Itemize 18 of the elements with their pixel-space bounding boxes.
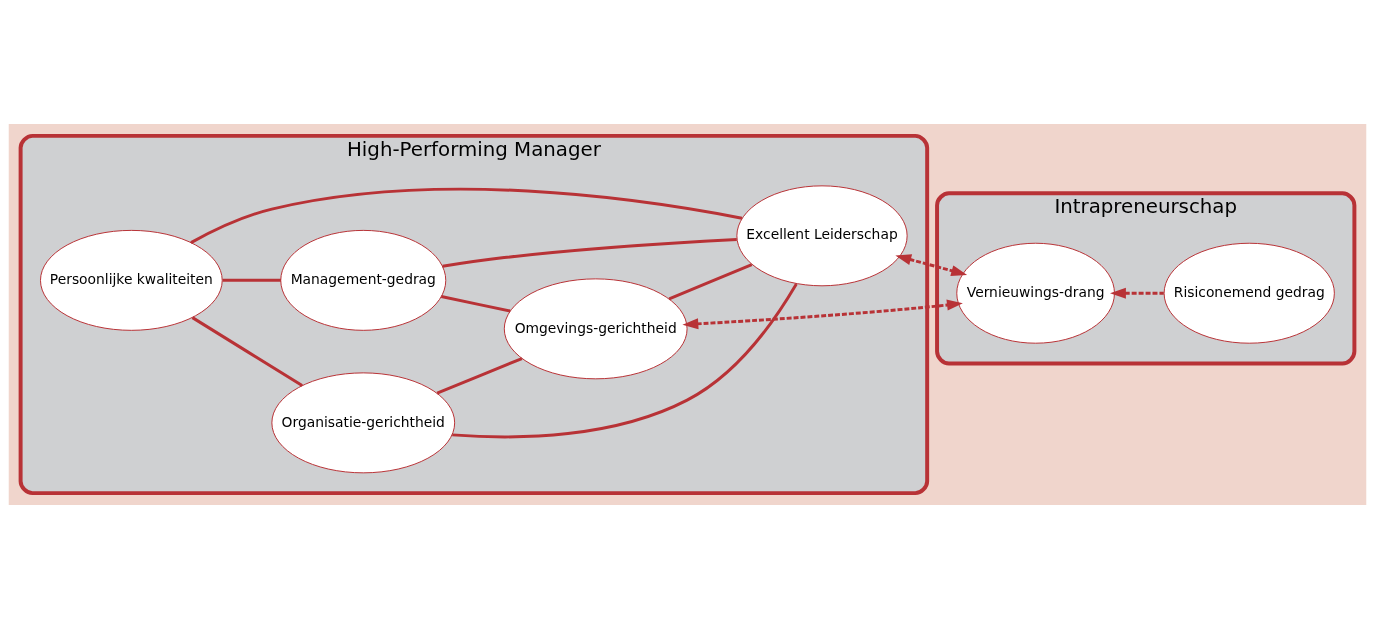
node-ellipse: Organisatie-gerichtheid: [271, 371, 456, 473]
node-ellipse: Vernieuwings-drang: [956, 242, 1115, 344]
arrow: [682, 298, 963, 329]
connector: [668, 262, 753, 300]
connector: [441, 294, 511, 313]
node-ellipse: Management-gedrag: [280, 229, 447, 331]
node-ellipse: Persoonlijke kwaliteiten: [40, 229, 223, 331]
connector: [191, 315, 303, 387]
connector: [452, 282, 798, 438]
connector: [442, 237, 737, 268]
arrow: [1110, 287, 1164, 299]
node-ellipse: Risiconemend gedrag: [1163, 242, 1335, 344]
connector: [436, 356, 523, 394]
node-ellipse: Omgevings-gerichtheid: [503, 277, 688, 379]
connector: [190, 187, 743, 244]
connector: [222, 278, 281, 282]
arrow: [895, 253, 968, 276]
node-ellipse: Excellent Leiderschap: [736, 184, 908, 286]
